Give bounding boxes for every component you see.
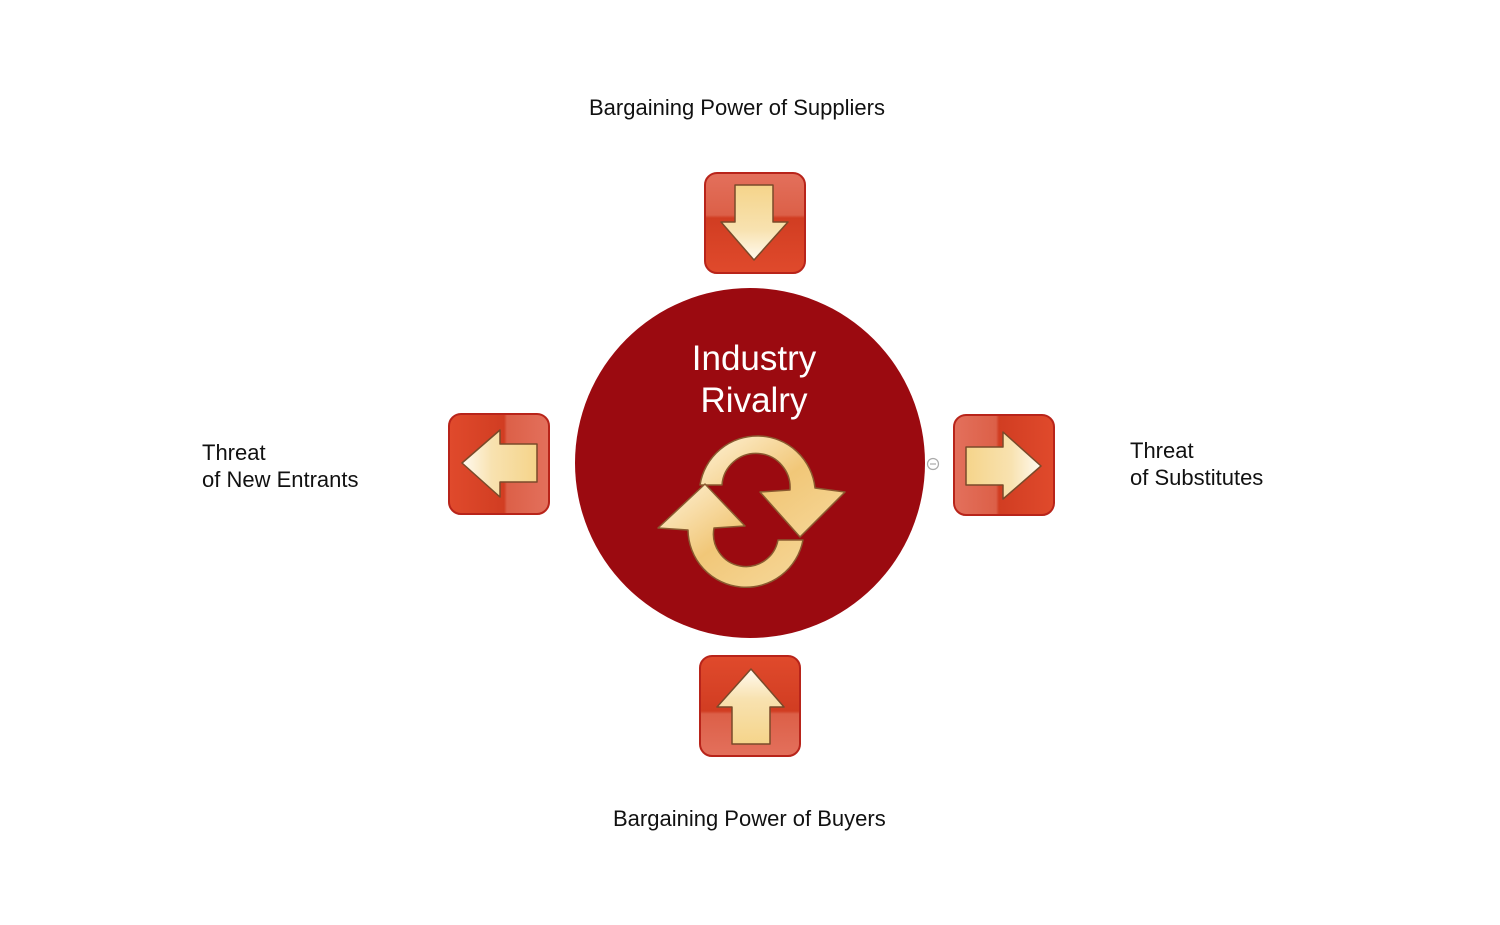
center-title-line2: Rivalry: [700, 381, 808, 420]
new-entrants-label-line2: of New Entrants: [202, 467, 359, 492]
industry-rivalry-circle[interactable]: [575, 288, 925, 638]
arrow-right-button[interactable]: [448, 413, 550, 515]
arrow-left-button[interactable]: [953, 414, 1055, 516]
substitutes-label-line1: Threat: [1130, 438, 1194, 463]
suppliers-label: Bargaining Power of Suppliers: [589, 95, 885, 120]
center-title-line1: Industry: [691, 339, 817, 378]
substitutes-label-line2: of Substitutes: [1130, 465, 1264, 490]
buyers-label: Bargaining Power of Buyers: [613, 806, 886, 831]
arrow-down-button[interactable]: [704, 172, 806, 274]
cycle-icon: [657, 435, 846, 589]
arrow-up-button[interactable]: [699, 655, 801, 757]
new-entrants-label-line1: Threat: [202, 440, 266, 465]
arrow-left-icon: [953, 414, 1055, 516]
arrow-up-icon: [699, 655, 801, 757]
arrow-down-icon: [704, 172, 806, 274]
arrow-right-icon: [448, 413, 550, 515]
